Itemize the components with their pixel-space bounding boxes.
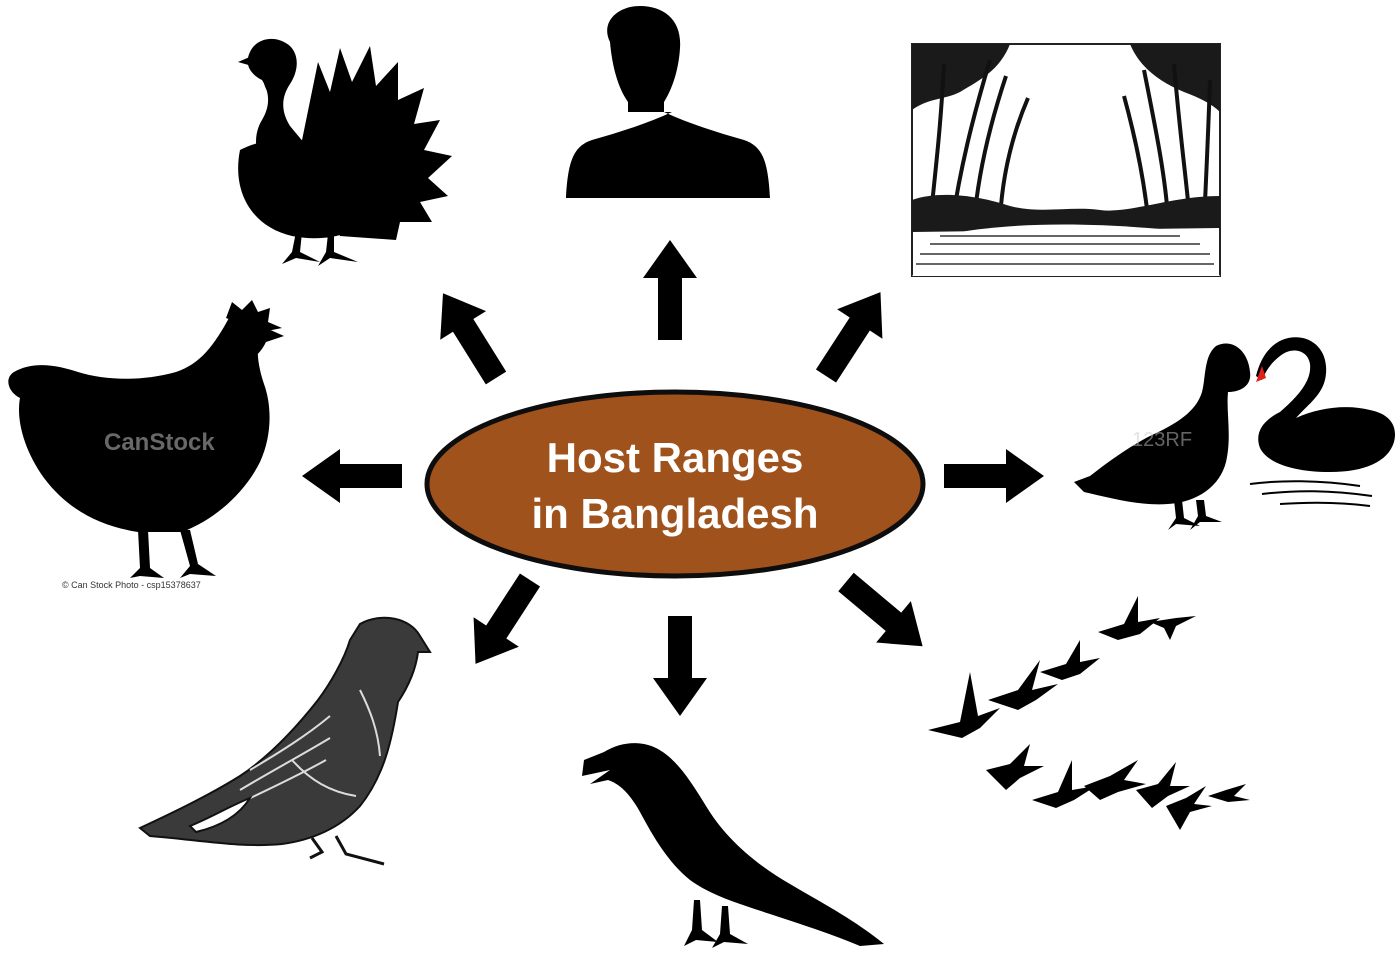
duck-and-swan-icon [1074, 337, 1395, 530]
arrow-to-chicken [302, 449, 402, 503]
chicken-watermark-logo: CanStock [104, 429, 215, 456]
center-node: Host Ranges in Bangladesh [427, 392, 923, 576]
crow-silhouette-icon [582, 743, 884, 948]
arrow-to-human [643, 240, 697, 340]
turkey-silhouette-icon [238, 39, 452, 266]
center-ellipse [427, 392, 923, 576]
arrow-to-turkey [420, 279, 519, 392]
forest-river-sketch-icon [912, 44, 1220, 276]
arrow-to-pigeon [453, 565, 553, 678]
arrow-to-duck-swan [944, 449, 1044, 503]
arrow-to-environment [803, 277, 903, 390]
center-title-line1: Host Ranges [547, 434, 804, 481]
center-title-line2: in Bangladesh [531, 490, 818, 537]
flying-bird-flock-icon [928, 596, 1250, 830]
chicken-credit-text: © Can Stock Photo - csp15378637 [62, 580, 201, 590]
arrow-to-crow [653, 616, 707, 716]
duck-watermark-logo: 123RF [1132, 429, 1192, 451]
human-silhouette-icon [566, 6, 770, 198]
pigeon-sketch-icon [140, 618, 430, 864]
arrow-to-wild-birds [829, 561, 940, 667]
